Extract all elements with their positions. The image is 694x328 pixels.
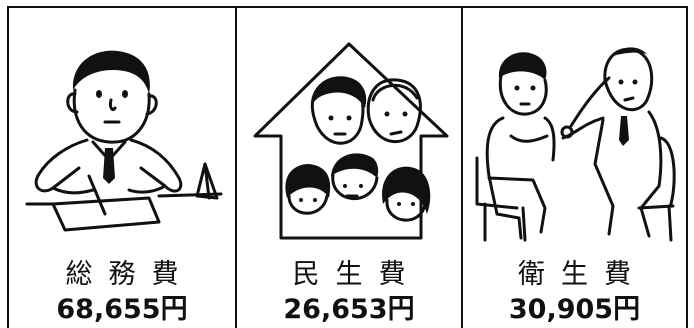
- panel-frame: [7, 6, 688, 328]
- panel-divider: [235, 6, 237, 328]
- panel-amount: 26,653円: [283, 294, 415, 325]
- family-house-icon: [253, 42, 449, 240]
- panel-amount: 68,655円: [56, 294, 188, 325]
- panel-amount: 30,905円: [508, 294, 641, 325]
- panel-label: 民生費: [292, 259, 422, 290]
- panel-welfare: 民生費 26,653円: [237, 8, 461, 328]
- panel-label: 衛生費: [518, 259, 647, 290]
- panel-divider: [461, 6, 463, 328]
- panel-health: 衛生費 30,905円: [463, 8, 686, 328]
- office-worker-writing-icon: [25, 50, 223, 232]
- panel-label: 総務費: [65, 259, 195, 290]
- doctor-patient-icon: [475, 47, 676, 242]
- panel-general-affairs: 総務費 68,655円: [9, 8, 235, 328]
